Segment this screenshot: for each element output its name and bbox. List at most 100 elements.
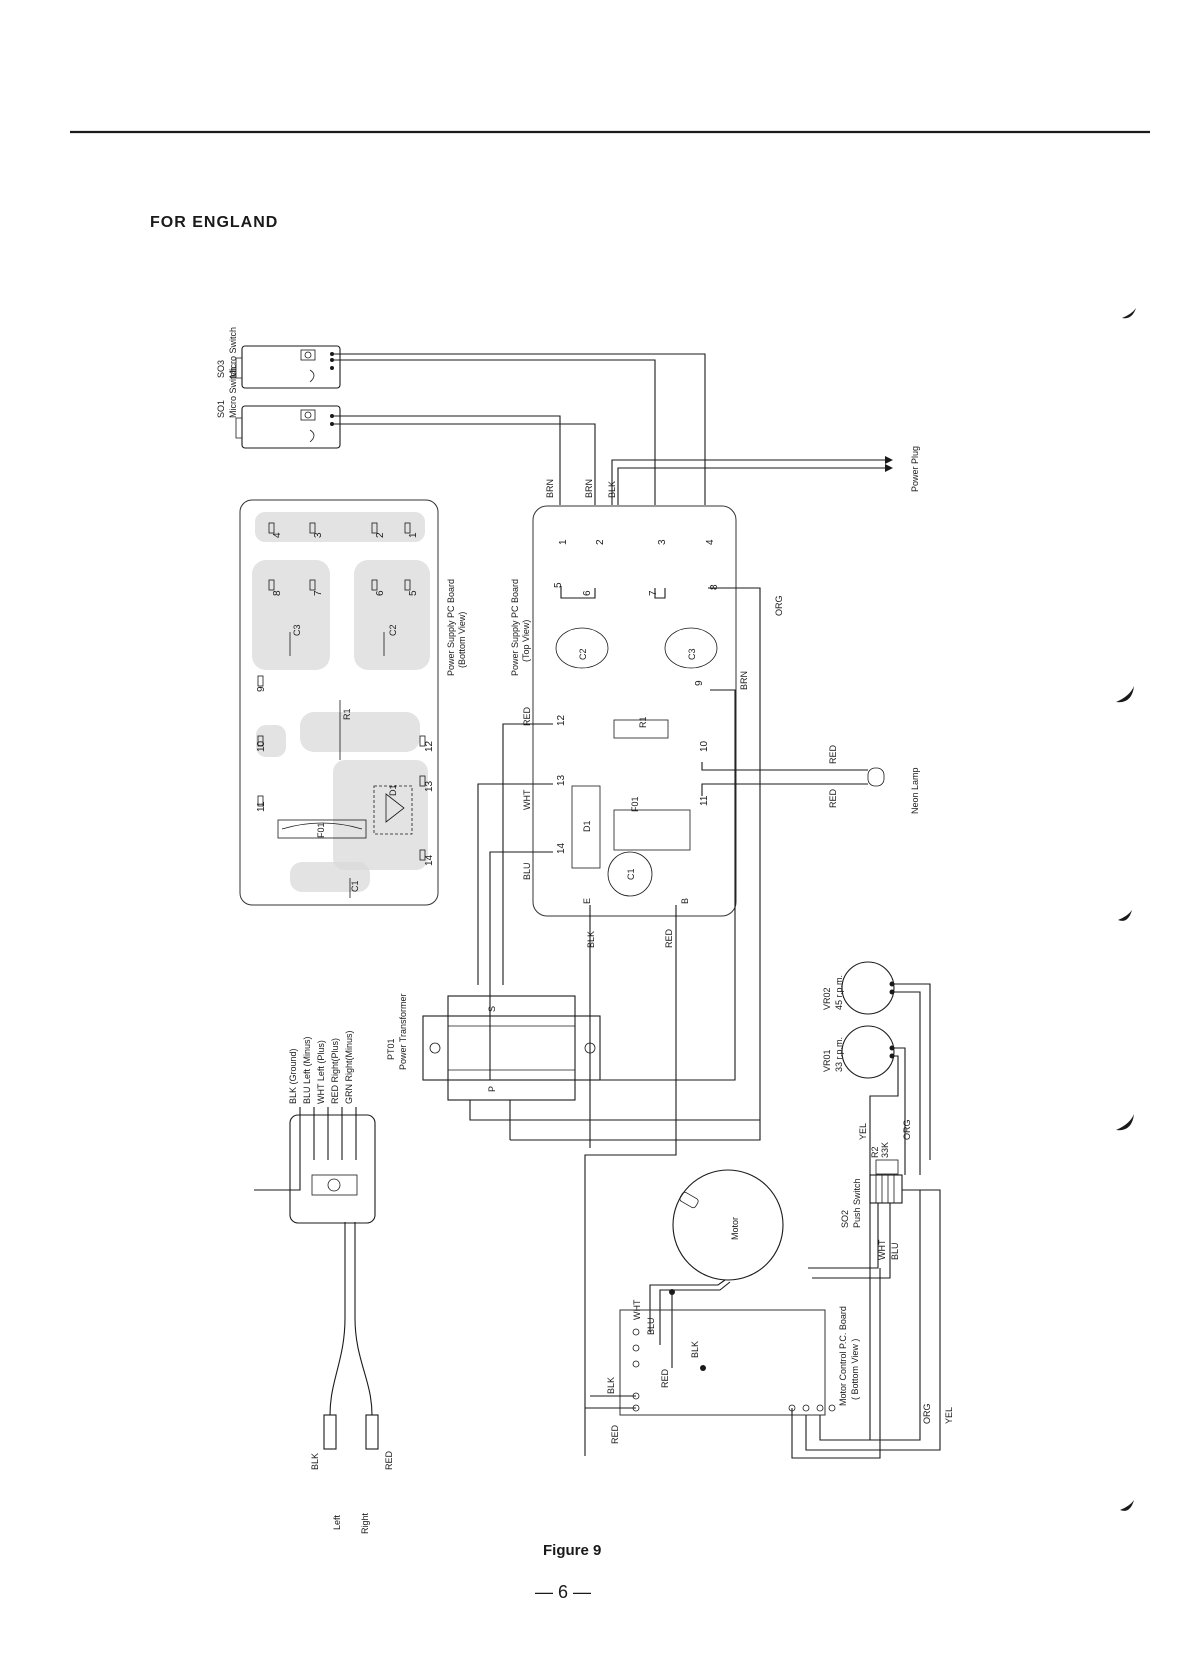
bot-d1: D1 [388,784,398,796]
margin-mark-4 [1116,1114,1134,1131]
pt01-name: Power Transformer [398,993,408,1070]
bot-c1: C1 [350,880,360,892]
vr02-pot [841,961,895,1015]
wire-wht-so2: WHT [877,1239,887,1260]
wire-brn-2: BRN [584,479,594,498]
wire-red-mcb-bottom: RED [610,1424,620,1444]
wire-org-so2: ORG [902,1119,912,1140]
so3-name: Micro Switch [228,327,238,378]
top-term-10: 10 [699,740,710,752]
wire-blk-e: BLK [586,931,596,948]
psu-top-subtitle: (Top View) [521,620,531,662]
top-term-4: 4 [705,539,716,545]
bot-c2: C2 [388,624,398,636]
so1-micro-switch [235,405,341,449]
bot-term-14: 14 [424,854,435,866]
vr01-speed: 33 r.p.m. [834,1037,844,1072]
bot-term-7: 7 [313,590,324,596]
top-r1: R1 [638,716,648,728]
bot-term-1: 1 [408,532,419,538]
so2-ref: SO2 [840,1210,850,1228]
wire-red-mcb: RED [660,1368,670,1388]
top-term-5: 5 [553,582,564,588]
wire-wht-13: WHT [522,789,532,810]
plug-color-right: RED [384,1450,394,1470]
cable-wire-red: RED Right(Plus) [330,1038,340,1104]
so3-micro-switch [235,345,341,389]
top-term-6: 6 [582,590,593,596]
margin-mark-3 [1118,910,1132,921]
cable-wire-wht: WHT Left (Plus) [316,1040,326,1104]
pt01-ref: PT01 [386,1038,396,1060]
bot-term-6: 6 [375,590,386,596]
cable-wire-blu: BLU Left (Minus) [302,1036,312,1104]
wire-red-b: RED [664,928,674,948]
r2-value: 33K [880,1142,890,1158]
bot-term-3: 3 [313,532,324,538]
psu-top-title: Power Supply PC Board [510,579,520,676]
motor-board-subtitle: ( Bottom View ) [850,1339,860,1400]
wire-brn-top: BRN [739,671,749,690]
top-c3: C3 [687,648,697,660]
so1-ref: SO1 [216,400,226,418]
neon-lamp-label: Neon Lamp [910,767,920,814]
wire-blk-mcb: BLK [606,1377,616,1394]
top-term-9: 9 [694,680,705,686]
wire-blu-14: BLU [522,862,532,880]
wire-blu-motor: BLU [646,1317,656,1335]
so2-name: Push Switch [852,1178,862,1228]
top-term-2: 2 [595,539,606,545]
output-cable-block [254,1107,379,1450]
motor-board-title: Motor Control P.C. Board [838,1306,848,1406]
psu-bottom-title: Power Supply PC Board [446,579,456,676]
top-c1: C1 [626,868,636,880]
motor [672,1169,784,1281]
power-plug-label: Power Plug [910,446,920,492]
bot-term-9: 9 [256,686,267,692]
top-term-3: 3 [657,539,668,545]
margin-mark-2 [1116,686,1134,703]
vr01-ref: VR01 [822,1049,832,1072]
margin-mark-5 [1120,1500,1134,1511]
so2-push-switch [869,1159,903,1204]
top-term-11: 11 [699,795,710,806]
figure-caption: Figure 9 [543,1542,602,1559]
bot-term-4: 4 [272,532,283,538]
r2-ref: R2 [870,1146,880,1158]
pt01-s: S [487,1006,497,1012]
bot-term-12: 12 [424,740,435,752]
bot-term-13: 13 [424,780,435,792]
wire-blk-plug: BLK [607,481,617,498]
bot-f01: F01 [316,822,326,838]
wire-yel-bottom: YEL [944,1407,954,1424]
wire-red-neon-1: RED [828,744,838,764]
so1-name: Micro Switch [228,367,238,418]
bot-r1: R1 [342,708,352,720]
top-term-14: 14 [556,842,567,854]
vr01-pot [841,1025,895,1079]
wire-yel-so2: YEL [858,1123,868,1140]
channel-right: Right [360,1512,370,1534]
wire-org-top: ORG [774,595,784,616]
motor-label: Motor [730,1217,740,1240]
psu-board-bottom [239,499,439,906]
so3-ref: SO3 [216,360,226,378]
margin-mark-1 [1122,308,1136,319]
top-term-12: 12 [556,714,567,726]
psu-board-top [532,505,737,917]
top-c2: C2 [578,648,588,660]
page-heading: FOR ENGLAND [150,214,279,231]
wire-org-bottom: ORG [922,1403,932,1424]
top-term-7: 7 [648,590,659,596]
psu-bottom-subtitle: (Bottom View) [457,612,467,668]
cable-wire-grn: GRN Right(Minus) [344,1030,354,1104]
pt01-transformer [422,995,601,1101]
channel-left: Left [332,1514,342,1530]
plug-color-left: BLK [310,1453,320,1470]
top-term-1: 1 [558,539,569,545]
top-b: B [680,898,690,904]
top-f01: F01 [630,796,640,812]
bot-term-2: 2 [375,532,386,538]
